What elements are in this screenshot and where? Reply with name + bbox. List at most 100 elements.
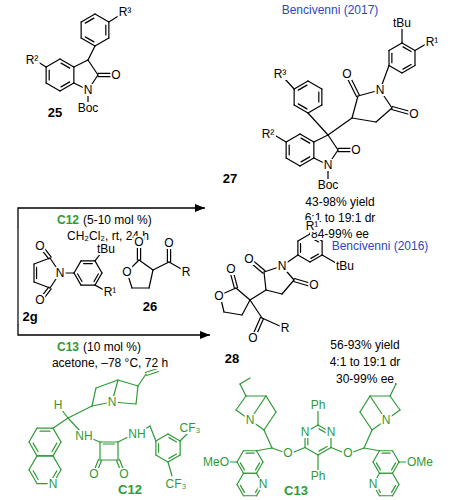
bond-line [240, 378, 250, 384]
bond-line [311, 254, 319, 258]
bond-line [376, 463, 380, 470]
bond-line [53, 456, 61, 470]
atom-label: R¹ [103, 286, 118, 298]
bond-line [74, 60, 88, 67]
bond-line [376, 108, 392, 122]
bond-line [145, 368, 157, 372]
bond-line [370, 395, 390, 396]
bond-line [85, 37, 94, 42]
reaction-condition: C13 [56, 341, 80, 353]
bond-line [158, 444, 159, 453]
atom-label: O [88, 468, 99, 480]
bond-line [137, 247, 138, 260]
bond-line [149, 270, 153, 288]
bond-line [298, 255, 310, 262]
bond-line [352, 96, 358, 118]
bond-line [240, 384, 246, 396]
spiro-product-structure [276, 28, 426, 180]
reaction-arrow [18, 208, 205, 228]
bond-line [244, 473, 257, 474]
atom-label: N [381, 414, 392, 426]
bond-line [257, 451, 264, 462]
oxindole-structure [38, 14, 120, 104]
bond-line [244, 450, 257, 451]
atom-label: N [83, 84, 94, 96]
compound-number: 27 [222, 172, 238, 185]
bond-line [300, 158, 314, 166]
bond-line [180, 433, 188, 441]
bond-line [266, 290, 282, 294]
reaction-condition: (10 mol %) [82, 341, 142, 353]
bond-line [81, 22, 82, 38]
atom-label: N [375, 84, 386, 96]
compound-number: 28 [224, 352, 240, 365]
bond-line [84, 263, 93, 264]
bond-line [300, 244, 301, 253]
bond-line [352, 118, 376, 122]
atom-label: O [308, 279, 319, 291]
bond-line [140, 247, 141, 260]
bond-line [108, 22, 109, 38]
atom-label: R² [25, 54, 40, 66]
atom-label: NH [127, 428, 146, 440]
atom-label: MeO [202, 456, 230, 468]
bond-line [53, 428, 61, 442]
bond-line [240, 463, 244, 470]
bond-line [328, 135, 338, 150]
atom-label: O [118, 468, 129, 480]
bond-line [298, 85, 307, 90]
bond-line [393, 462, 400, 473]
atom-label: O [342, 447, 353, 459]
atom-label: CF₃ [179, 422, 202, 434]
atom-label: O [225, 263, 236, 275]
atom-label: NH [74, 430, 93, 442]
bond-line [380, 473, 393, 474]
bond-line [360, 412, 372, 430]
bond-line [294, 81, 308, 89]
bond-line [403, 64, 411, 69]
bond-line [373, 462, 380, 473]
bond-line [100, 441, 118, 442]
bond-line [360, 396, 370, 412]
bond-line [236, 396, 246, 410]
bond-line [246, 453, 254, 454]
bond-line [322, 241, 323, 255]
spiro-lactone-product-structure [220, 228, 336, 335]
bond-line [264, 430, 272, 448]
atom-label: O [243, 253, 254, 265]
maleimide-structure [18, 228, 104, 324]
bond-line [169, 454, 177, 458]
bond-line [389, 43, 402, 51]
atom-label: N [277, 260, 288, 272]
bond-line [237, 451, 244, 462]
bond-line [393, 485, 400, 496]
atom-label: O [121, 266, 132, 278]
bond-line [37, 455, 53, 456]
bond-line [298, 234, 310, 241]
bond-line [414, 51, 415, 66]
bond-line [328, 118, 352, 135]
bond-line [100, 459, 118, 460]
atom-label: Boc [77, 102, 100, 114]
bond-line [33, 443, 38, 452]
reaction-result: 43-98% yield [304, 196, 375, 208]
scheme-heading: Bencivenni (2016) [331, 240, 430, 252]
bond-line [322, 255, 336, 263]
bond-line [297, 241, 298, 255]
bond-line [103, 443, 114, 444]
bond-line [401, 28, 402, 43]
bond-line [224, 312, 242, 315]
bond-line [156, 434, 168, 441]
bond-line [168, 434, 180, 441]
squaramide-catalyst-structure [29, 368, 188, 483]
bond-line [390, 396, 400, 410]
bond-line [49, 70, 50, 80]
bond-line [95, 38, 109, 46]
bond-line [180, 441, 181, 455]
bond-line [34, 282, 50, 288]
atom-label: CF₃ [165, 478, 188, 490]
bond-line [88, 46, 95, 60]
bond-line [52, 443, 57, 452]
bond-line [294, 448, 305, 453]
atom-label: O [341, 68, 352, 80]
